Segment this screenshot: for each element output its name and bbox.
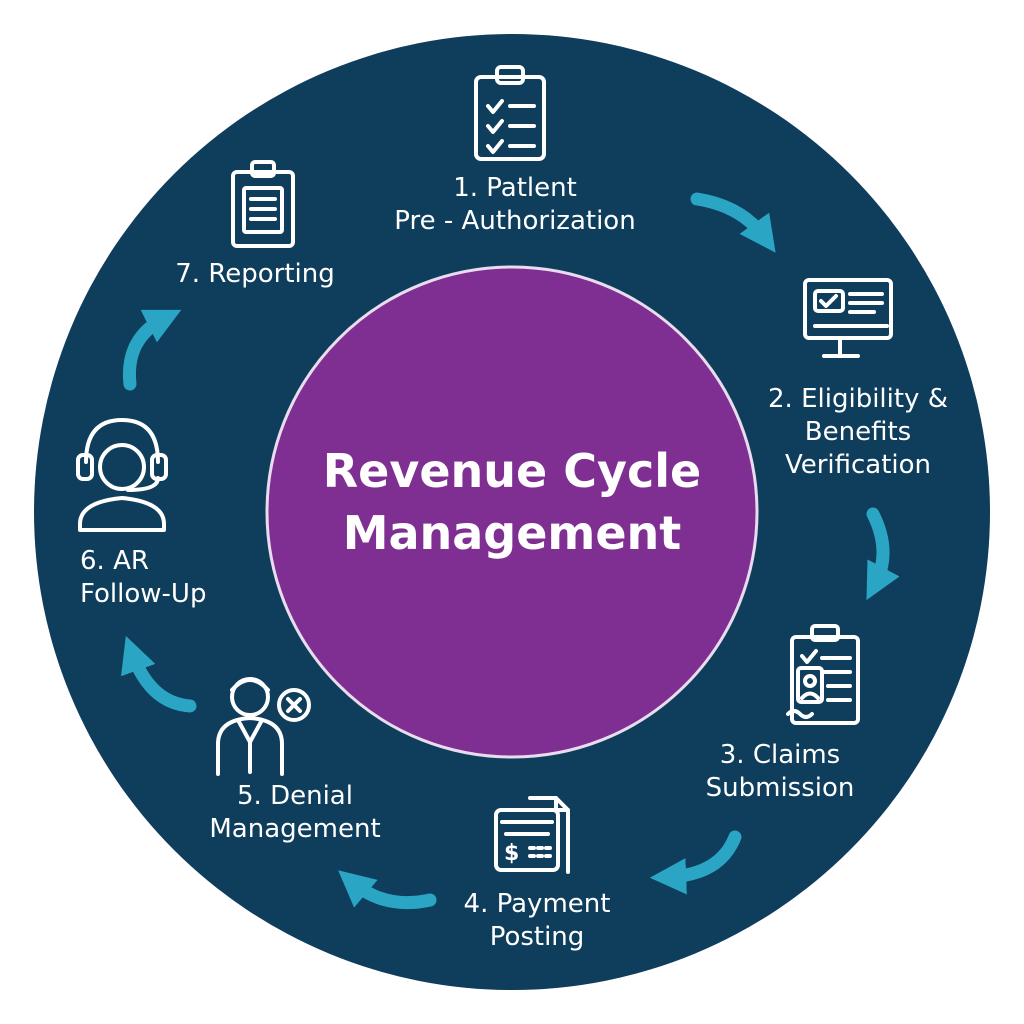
step-4-line-1: 4. Payment xyxy=(463,889,611,919)
step-7-label: 7. Reporting xyxy=(168,258,342,291)
step-6-line-2: Follow-Up xyxy=(80,579,207,609)
arrow-4-to-5 xyxy=(338,870,437,910)
clipboard-checklist-icon xyxy=(474,65,546,161)
step-6-line-1: 6. AR xyxy=(80,546,149,576)
center-title-line-2: Management xyxy=(342,506,682,560)
payment-receipt-icon: $ xyxy=(494,796,570,874)
step-2-line-2: Benefits xyxy=(804,417,912,447)
step-4-line-2: Posting xyxy=(489,922,585,952)
center-title: Revenue Cycle Management xyxy=(300,440,724,564)
step-5-line-1: 5. Denial xyxy=(237,781,353,811)
step-5-label: 5. Denial Management xyxy=(195,780,395,846)
step-5-line-2: Management xyxy=(209,814,381,844)
step-1-line-1: 1. Patlent xyxy=(453,173,577,203)
report-clipboard-icon xyxy=(231,160,295,248)
monitor-verification-icon xyxy=(803,278,893,358)
svg-text:$: $ xyxy=(504,841,519,866)
center-title-line-1: Revenue Cycle xyxy=(322,444,702,498)
step-6-label: 6. AR Follow-Up xyxy=(80,545,240,611)
step-2-line-3: Verification xyxy=(784,450,932,480)
arrow-3-to-4 xyxy=(649,830,742,895)
step-7-line-1: 7. Reporting xyxy=(175,259,335,289)
arrow-1-to-2 xyxy=(690,192,776,253)
step-2-line-1: 2. Eligibility & xyxy=(768,384,948,414)
step-4-label: 4. Payment Posting xyxy=(452,888,622,954)
arrow-2-to-3 xyxy=(866,507,900,601)
step-3-label: 3. Claims Submission xyxy=(690,739,870,805)
step-1-line-2: Pre - Authorization xyxy=(394,206,636,236)
headset-agent-icon xyxy=(76,418,168,532)
person-denied-icon xyxy=(216,677,311,776)
step-2-label: 2. Eligibility & Benefits Verification xyxy=(760,383,956,482)
center-circle xyxy=(265,265,759,759)
arrow-5-to-6 xyxy=(121,635,197,713)
step-3-line-2: Submission xyxy=(705,773,855,803)
step-1-label: 1. Patlent Pre - Authorization xyxy=(380,172,650,238)
arrow-6-to-7 xyxy=(122,309,182,391)
claim-form-icon xyxy=(786,624,860,725)
step-3-line-1: 3. Claims xyxy=(719,740,841,770)
